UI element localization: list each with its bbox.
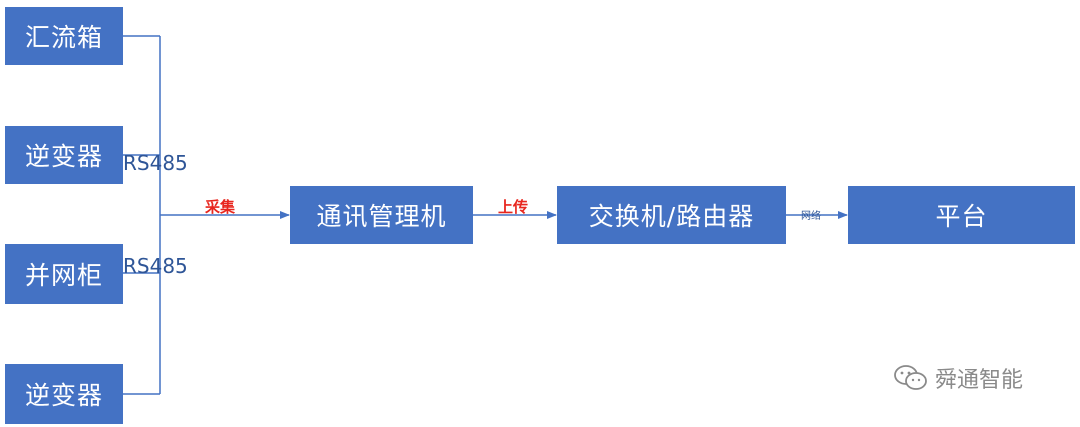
node-switch-router: 交换机/路由器 bbox=[557, 186, 786, 244]
label-network: 网络 bbox=[801, 211, 821, 222]
label-upload: 上传 bbox=[498, 198, 529, 216]
watermark-text: 舜通智能 bbox=[935, 368, 1024, 393]
label-collect: 采集 bbox=[205, 198, 236, 216]
label-rs485-bottom: RS485 bbox=[123, 254, 188, 278]
node-grid-cabinet: 并网柜 bbox=[5, 244, 123, 304]
wechat-icon bbox=[894, 365, 927, 390]
node-inverter-top: 逆变器 bbox=[5, 126, 123, 184]
label-rs485-top: RS485 bbox=[123, 151, 188, 175]
node-combiner-box: 汇流箱 bbox=[5, 7, 123, 65]
watermark: 舜通智能 bbox=[893, 362, 1023, 394]
node-comm-manager: 通讯管理机 bbox=[290, 186, 473, 244]
node-platform: 平台 bbox=[848, 186, 1075, 244]
node-inverter-bottom: 逆变器 bbox=[5, 364, 123, 424]
